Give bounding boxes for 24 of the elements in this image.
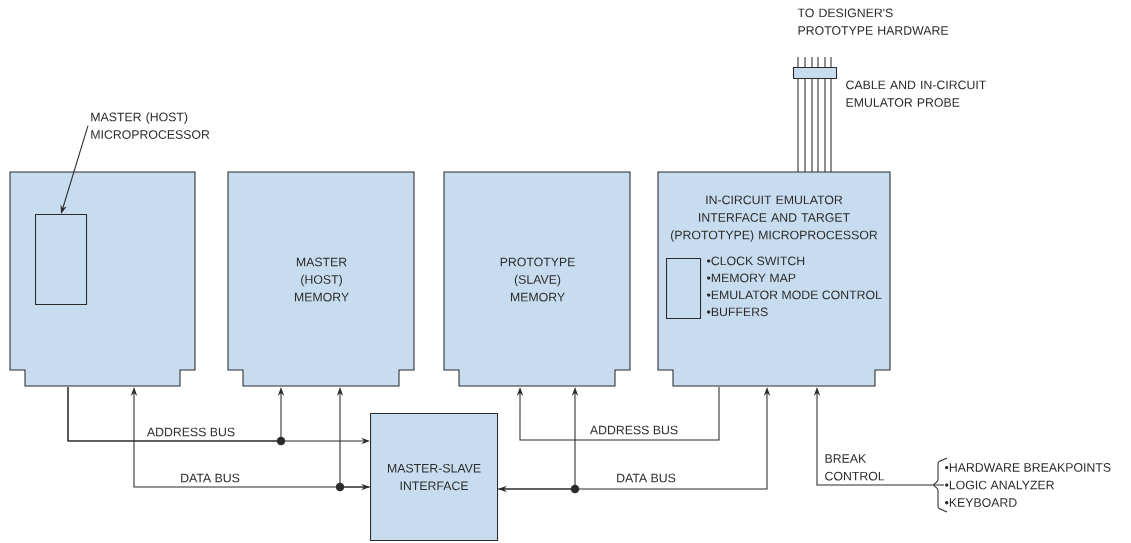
interface-box: MASTER-SLAVE INTERFACE — [370, 413, 499, 542]
note-label: CABLE AND IN-CIRCUIT EMULATOR PROBE — [846, 80, 986, 107]
callout-label: MASTER (HOST) MICROPROCESSOR — [91, 112, 210, 139]
cable — [797, 78, 832, 173]
circuit-board: PROTOTYPE (SLAVE) MEMORY — [443, 171, 631, 387]
edge-label: ADDRESS BUS — [588, 423, 680, 437]
probe-connector — [793, 56, 838, 80]
board-label: IN-CIRCUIT EMULATOR INTERFACE AND TARGET (PROTOTYPE) MICROPROCESSOR — [671, 195, 878, 242]
edge-label: DATA BUS — [614, 471, 678, 485]
circuit-board: MASTER (HOST) MEMORY — [227, 171, 415, 387]
chip — [35, 214, 88, 306]
edge-label: BREAK CONTROL — [825, 454, 885, 481]
edge-label: DATA BUS — [178, 471, 242, 485]
chip — [666, 258, 702, 320]
bullet-list: •HARDWARE BREAKPOINTS •LOGIC ANALYZER •KEYBOARD — [945, 463, 1111, 507]
edge-label: ADDRESS BUS — [145, 425, 237, 439]
bullet-item: •CLOCK SWITCH — [707, 256, 805, 266]
leader-line — [60, 125, 89, 214]
bullet-item: •BUFFERS — [707, 307, 768, 317]
note-label: TO DESIGNER'S PROTOTYPE HARDWARE — [797, 8, 949, 35]
bullet-item: •EMULATOR MODE CONTROL — [707, 290, 882, 300]
circuit-board — [9, 171, 196, 387]
bullet-item: •MEMORY MAP — [707, 273, 796, 283]
bus-line — [516, 386, 720, 441]
